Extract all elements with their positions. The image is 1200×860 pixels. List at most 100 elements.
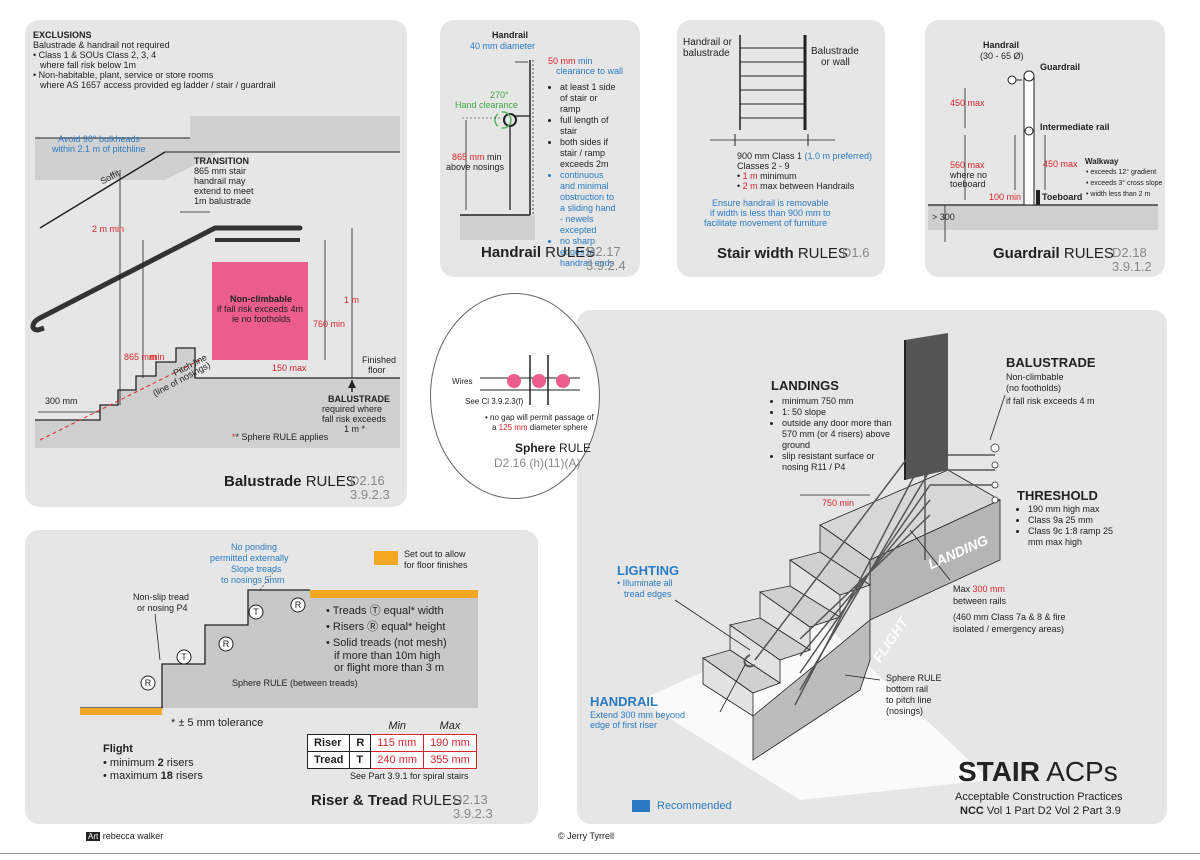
landings-list: minimum 750 mm 1: 50 slope outside any d… (772, 396, 892, 473)
solid-2: if more than 10m high (334, 650, 441, 662)
handrail-bullet-4: continuous and minimal obstruction to a … (560, 170, 616, 236)
dim-865-min: min (150, 352, 165, 362)
handrail-above-1: 865 mm min (452, 152, 502, 163)
dim-1m: 1 m (344, 295, 360, 305)
flight-max-b: 18 (160, 770, 173, 782)
landings-item-1: minimum 750 mm (782, 396, 892, 407)
sw-right-label-2: or wall (821, 57, 850, 68)
sphere-rule-main-1: Sphere RULE (886, 673, 942, 683)
threshold-item-2: Class 9a 25 mm (1028, 515, 1128, 526)
transition-title: TRANSITION (194, 156, 249, 166)
gr-dim-300: > 300 (932, 212, 955, 222)
handrail-clearance: 50 mm min (548, 56, 593, 67)
sphere-title-bold: Sphere (515, 441, 556, 455)
stair-acps-title: STAIR ACPs (958, 756, 1118, 788)
sw-removable-1: Ensure handrail is removable (712, 198, 829, 208)
main-balustrade-1: Non-climbable (1006, 372, 1064, 382)
guardrail-code1: D2.18 (1112, 245, 1147, 260)
sw-left-label-2: balustrade (683, 48, 730, 59)
handrail-code1: D2.17 (586, 244, 621, 259)
exclusions-line1: Balustrade & handrail not required (33, 40, 170, 50)
sphere-rule-main-4: (nosings) (886, 706, 924, 716)
transition-2: handrail may (194, 176, 246, 186)
gr-walkway-title: Walkway (1085, 157, 1119, 166)
setout-1: Set out to allow (404, 549, 466, 559)
sw-classes: Classes 2 - 9 (737, 161, 790, 171)
guardrail-title-rest: RULES (1059, 245, 1114, 262)
landings-item-4: slip resistant surface or nosing R11 / P… (782, 451, 892, 473)
spiral-note: See Part 3.9.1 for spiral stairs (350, 771, 469, 781)
risers-equal: • Risers Ⓡ equal* height (326, 621, 446, 633)
sphere-code: D2.16 (h)(11)(A) (494, 456, 581, 470)
risers-equal-a: • Risers (326, 621, 365, 633)
transition-4: 1m balustrade (194, 196, 252, 206)
max300-line2: between rails (953, 596, 1007, 606)
max300-line3: (460 mm Class 7a & 8 & fire (953, 612, 1066, 622)
finished-floor-2: floor (368, 365, 386, 375)
main-dim-750: 750 min (822, 498, 855, 508)
gr-dim-560-1: 560 max (950, 160, 985, 170)
gr-dim-450: 450 max (950, 98, 985, 108)
flight-title: Flight (103, 743, 133, 755)
gr-dim-100: 100 min (989, 192, 1022, 202)
handrail-rules-title-bold: Handrail (481, 244, 542, 261)
sw-class1-blue: (1.0 m preferred) (804, 151, 873, 161)
avoid-bulkheads-2: within 2.1 m of pitchline (52, 144, 146, 154)
no-ponding-2: permitted externally (210, 553, 289, 563)
ncc-line: NCC Vol 1 Part D2 Vol 2 Part 3.9 (960, 805, 1121, 818)
riser-tread-title-rest: RULES (407, 792, 462, 809)
table-riser-min: 115 mm (370, 734, 425, 752)
sw-max-rest: max between Handrails (757, 181, 855, 191)
exclusions-title: EXCLUSIONS (33, 30, 92, 40)
balustrade-rules-title: Balustrade RULES (224, 473, 356, 490)
table-header-max: Max (439, 720, 461, 732)
dim-300: 300 mm (45, 396, 78, 406)
max300-b: 300 mm (972, 584, 1006, 594)
exclusions-line5: where AS 1657 access provided eg ladder … (40, 80, 276, 90)
non-climbable-title: Non-climbable (230, 294, 293, 304)
solid-1: • Solid treads (not mesh) (326, 637, 447, 649)
sphere-rule-circle (430, 293, 600, 499)
exclusions-line2: • Class 1 & SOUs Class 2, 3, 4 (33, 50, 157, 60)
non-climbable-2: ie no footholds (232, 314, 291, 324)
footer-rule (0, 853, 1200, 854)
handrail-diameter: 40 mm diameter (470, 41, 536, 51)
handrail-clearance-min: min (575, 56, 593, 66)
handrail-bullet-5: no sharp edges to handrail ends (560, 236, 616, 269)
max300-line4: isolated / emergency areas) (953, 624, 1065, 634)
flight-min-a: • minimum (103, 757, 158, 769)
gr-intermediate: Intermediate rail (1040, 122, 1110, 132)
main-balustrade-3: if fall risk exceeds 4 m (1006, 396, 1095, 406)
sphere-rule-title: Sphere RULE (515, 441, 591, 455)
lighting-title: LIGHTING (617, 563, 680, 578)
balustrade-req-3: 1 m * (344, 424, 366, 434)
sw-left-label-1: Handrail or (683, 37, 732, 48)
max300-a: Max (953, 584, 973, 594)
recommended-swatch (632, 800, 650, 812)
handrail-clearance-2: clearance to wall (556, 66, 624, 76)
transition-1: 865 mm stair (194, 166, 247, 176)
avoid-bulkheads-1: Avoid 90° bulkheads (58, 134, 140, 144)
handrail-above-min: min (484, 152, 502, 162)
sphere-rule-main-3: to pitch line (886, 695, 932, 705)
table-header-min: Min (388, 720, 407, 732)
handrail-bullets: at least 1 side of stair or ramp full le… (550, 82, 616, 269)
guardrail-rules-title: Guardrail RULES (993, 245, 1114, 262)
art-badge: Art (86, 832, 101, 841)
ncc-bold: NCC (960, 805, 984, 817)
exclusions-line3: where fall risk below 1m (40, 60, 137, 70)
art-name: rebecca walker (102, 831, 164, 841)
riser-tread-title-bold: Riser & Tread (311, 792, 408, 809)
stair-width-rules-title: Stair width RULES (717, 245, 848, 262)
handrail-above-red: 865 mm (452, 152, 485, 162)
lighting-2: tread edges (624, 589, 672, 599)
sphere-wires: Wires (452, 377, 473, 386)
table-tread-symbol: T (349, 751, 372, 769)
balustrade-code1: D2.16 (350, 473, 385, 488)
solid-3: or flight more than 3 m (334, 662, 445, 674)
sphere-rule-note-text: * Sphere RULE applies (235, 432, 329, 442)
sphere-rule-main-2: bottom rail (886, 684, 929, 694)
gr-toeboard: Toeboard (1042, 192, 1083, 202)
